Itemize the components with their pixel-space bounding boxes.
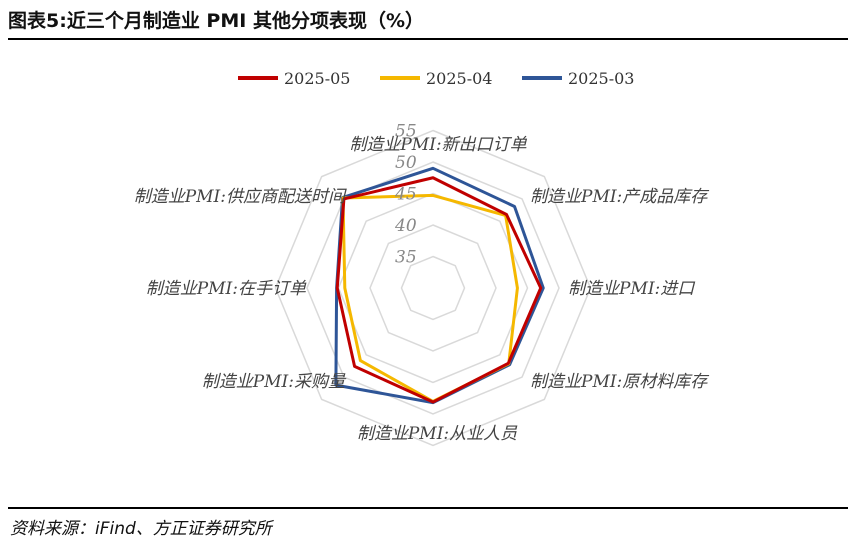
chart-title: 图表5:近三个月制造业 PMI 其他分项表现（%） xyxy=(8,10,424,32)
legend-swatch xyxy=(380,76,420,80)
radar-axis-labels: 制造业PMI:新出口订单制造业PMI:产成品库存制造业PMI:进口制造业PMI:… xyxy=(134,135,710,444)
radar-tick-labels: 35 40 45 50 55 xyxy=(394,122,417,268)
axis-label: 制造业PMI:采购量 xyxy=(202,372,347,392)
grid-ring-50 xyxy=(306,161,560,415)
legend-item-2025-04: 2025-04 xyxy=(380,68,492,88)
axis-label: 制造业PMI:原材料库存 xyxy=(530,372,709,392)
top-divider xyxy=(8,38,848,40)
grid-ring-40 xyxy=(369,224,497,352)
tick-label: 50 xyxy=(395,153,417,173)
grid-ring-55 xyxy=(274,129,592,447)
axis-label: 制造业PMI:产成品库存 xyxy=(530,187,709,207)
axis-label: 制造业PMI:进口 xyxy=(568,279,696,299)
axis-label: 制造业PMI:从业人员 xyxy=(357,424,518,444)
series-line-2025-03 xyxy=(334,166,545,405)
tick-label: 55 xyxy=(395,122,417,142)
legend-swatch xyxy=(522,76,562,80)
legend-swatch xyxy=(238,76,278,80)
axis-label: 制造业PMI:在手订单 xyxy=(146,279,307,299)
legend-item-2025-05: 2025-05 xyxy=(238,68,350,88)
legend-label: 2025-04 xyxy=(426,68,493,88)
legend-label: 2025-03 xyxy=(568,68,635,88)
tick-label: 45 xyxy=(394,185,417,205)
source-note: 资料来源：iFind、方正证券研究所 xyxy=(10,519,272,539)
bottom-divider xyxy=(8,507,848,509)
legend-item-2025-03: 2025-03 xyxy=(522,68,634,88)
radar-grid xyxy=(274,129,592,447)
tick-label: 35 xyxy=(395,248,417,268)
legend-label: 2025-05 xyxy=(284,68,351,88)
series-line-2025-05 xyxy=(335,176,543,404)
radar-series xyxy=(334,166,545,405)
grid-ring-35 xyxy=(400,255,466,321)
tick-label: 40 xyxy=(394,216,417,236)
grid-ring-45 xyxy=(337,192,529,384)
axis-label: 制造业PMI:供应商配送时间 xyxy=(134,187,347,207)
axis-label: 制造业PMI:新出口订单 xyxy=(349,135,527,155)
